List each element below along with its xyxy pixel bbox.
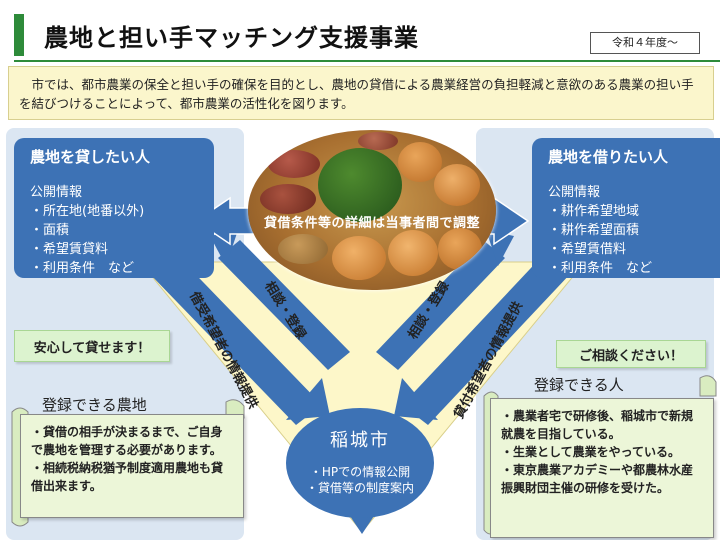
year-badge: 令和４年度～	[590, 32, 700, 54]
lender-register-item: ・貸借の相手が決まるまで、ご自身で農地を管理する必要があります。	[31, 425, 223, 457]
borrower-info-item: ・希望賃借料	[548, 242, 627, 257]
borrower-register-title: 登録できる人	[534, 376, 624, 394]
arrow-right-outer	[402, 252, 572, 425]
borrower-register-scroll: ・農業者宅で研修後、稲城市で新規就農を目指している。 ・生業として農業をやってい…	[490, 398, 714, 538]
lender-info-item: ・利用条件 など	[30, 261, 135, 276]
city-service-line: ・HPでの情報公開	[309, 465, 411, 479]
borrower-info-item: ・耕作希望地域	[548, 204, 640, 219]
lender-info-item: ・希望賃貸料	[30, 242, 109, 257]
lender-public-info-label: 公開情報	[30, 185, 83, 200]
arrow-right-outer-head	[394, 378, 438, 420]
scroll-curl-left-top	[225, 399, 245, 419]
arrow-left-outer-head	[286, 378, 330, 420]
borrower-box: 農地を借りたい人 公開情報 ・耕作希望地域 ・耕作希望面積 ・希望賃借料 ・利用…	[532, 138, 720, 278]
borrower-info-item: ・利用条件 など	[548, 261, 653, 276]
arrow-right-inner-head	[486, 230, 514, 266]
title-underline	[14, 60, 720, 62]
arrow-left-inner	[218, 240, 350, 370]
lender-register-scroll: ・貸借の相手が決まるまで、ご自身で農地を管理する必要があります。 ・相続税納税猶…	[20, 414, 244, 518]
lender-callout: 安心して貸せます！	[14, 330, 170, 362]
city-oval: 稲城市 ・HPでの情報公開 ・貸借等の制度案内	[286, 408, 434, 518]
lender-info-item: ・所在地(地番以外)	[30, 204, 145, 219]
lender-heading: 農地を貸したい人	[30, 148, 151, 166]
borrower-public-info-label: 公開情報	[548, 185, 601, 200]
city-service-line: ・貸借等の制度案内	[305, 481, 414, 495]
lender-register-title: 登録できる農地	[42, 396, 147, 414]
center-banner-label: 貸借条件等の詳細は当事者間で調整	[263, 215, 480, 231]
borrower-heading: 農地を借りたい人	[548, 148, 669, 166]
arrow-left-outer	[148, 252, 322, 425]
borrower-register-item: ・農業者宅で研修後、稲城市で新規就農を目指している。	[501, 409, 694, 441]
city-name: 稲城市	[330, 430, 390, 451]
intro-text: 市では、都市農業の保全と担い手の確保を目的とし、農地の貸借による農業経営の負担軽…	[8, 66, 714, 120]
borrower-register-item: ・生業として農業をやっている。	[501, 445, 681, 459]
lender-box: 農地を貸したい人 公開情報 ・所在地(地番以外) ・面積 ・希望賃貸料 ・利用条…	[14, 138, 214, 278]
scroll-curl-right	[699, 375, 717, 397]
arrow-right-inner	[376, 240, 505, 370]
arrow-left-inner-head	[210, 230, 238, 266]
title-accent-bar	[14, 14, 24, 56]
borrower-callout: ご相談ください！	[556, 340, 706, 368]
lender-info-item: ・面積	[30, 223, 70, 238]
borrower-register-item: ・東京農業アカデミーや都農林水産振興財団主催の研修を受けた。	[501, 463, 694, 495]
lender-register-item: ・相続税納税猶予制度適用農地も貸借出来ます。	[31, 461, 224, 493]
vegetables-photo	[248, 130, 496, 290]
page-title: 農地と担い手マッチング支援事業	[44, 24, 419, 52]
borrower-info-item: ・耕作希望面積	[548, 223, 640, 238]
